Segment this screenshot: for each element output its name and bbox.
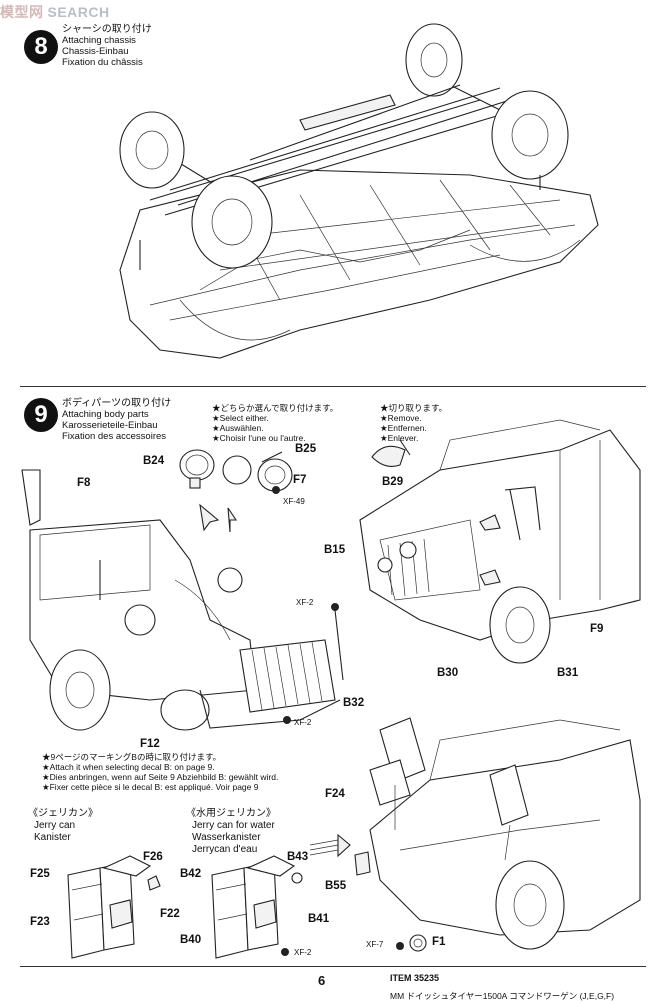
watermark-en: SEARCH [47, 4, 110, 20]
watermark-zh: 模型网 [0, 4, 44, 20]
paint-label-xf7: XF-7 [366, 940, 384, 949]
step-8-line-de: Chassis-Einbau [62, 46, 129, 57]
decal-note: ★9ページのマーキングBの時に取り付けます。 ★Attach it when s… [42, 752, 279, 792]
divider-step8 [20, 386, 646, 387]
part-label-f22: F22 [160, 908, 180, 920]
paint-label-xf2-b: XF-2 [294, 718, 312, 727]
part-label-b32: B32 [343, 697, 365, 709]
part-label-f9: F9 [590, 623, 604, 635]
paint-label-xf2-c: XF-2 [294, 948, 312, 957]
part-label-b40: B40 [180, 934, 202, 946]
step-8-badge: 8 [24, 30, 58, 64]
paint-label-xf49: XF-49 [283, 497, 305, 506]
jerry-can-title: 《ジェリカン》 Jerry can Kanister [28, 808, 98, 843]
step-8-line-en: Attaching chassis [62, 35, 136, 46]
step-9-line-fr: Fixation des accessoires [62, 431, 167, 442]
part-label-b25: B25 [295, 443, 317, 455]
step-8-title: シャーシの取り付け Attaching chassis Chassis-Einb… [62, 24, 152, 68]
part-label-f25: F25 [30, 868, 50, 880]
step-8-title-jp: シャーシの取り付け [62, 24, 152, 35]
part-label-f8: F8 [77, 477, 91, 489]
part-label-b31: B31 [557, 667, 579, 679]
part-label-f23: F23 [30, 916, 50, 928]
part-label-f1: F1 [432, 936, 446, 948]
step-9-title-jp: ボディパーツの取り付け [62, 398, 172, 409]
part-label-b41: B41 [308, 913, 330, 925]
remove-note: ★切り取ります。 ★Remove. ★Entfernen. ★Enlever. [380, 403, 448, 443]
part-label-b29: B29 [382, 476, 404, 488]
part-label-f12: F12 [140, 738, 160, 750]
part-label-b30: B30 [437, 667, 459, 679]
divider-footer [20, 966, 646, 967]
part-label-b43: B43 [287, 851, 309, 863]
part-label-f26: F26 [143, 851, 163, 863]
footer-item-number: ITEM 35235 [390, 973, 440, 983]
footer-item-name: MM ドイッシュタイヤー1500A コマンドワーゲン (J,E,G,F) [390, 991, 615, 1001]
part-label-f7: F7 [293, 474, 307, 486]
step-9-title: ボディパーツの取り付け Attaching body parts Karosse… [62, 398, 171, 442]
paint-label-xf2-a: XF-2 [296, 598, 314, 607]
part-label-f24: F24 [325, 788, 345, 800]
part-label-b24: B24 [143, 455, 165, 467]
chassis-illustration [119, 23, 599, 359]
step-9-badge: 9 [24, 398, 58, 432]
part-label-b42: B42 [180, 868, 202, 880]
part-label-b15: B15 [324, 544, 346, 556]
water-can-title: 《水用ジェリカン》 Jerry can for water Wasserkani… [186, 808, 276, 855]
page-number: 6 [318, 973, 326, 988]
step-9-line-en: Attaching body parts [62, 409, 149, 420]
part-label-b55: B55 [325, 880, 347, 892]
select-note: ★どちらか選んで取り付けます。 ★Select either. ★Auswähl… [212, 403, 339, 443]
step-9-line-de: Karosserieteile-Einbau [62, 420, 158, 431]
footer-item-line: ITEM 35235 MM ドイッシュタイヤー1500A コマンドワーゲン (J… [390, 968, 654, 1004]
step-8-line-fr: Fixation du châssis [62, 57, 143, 68]
